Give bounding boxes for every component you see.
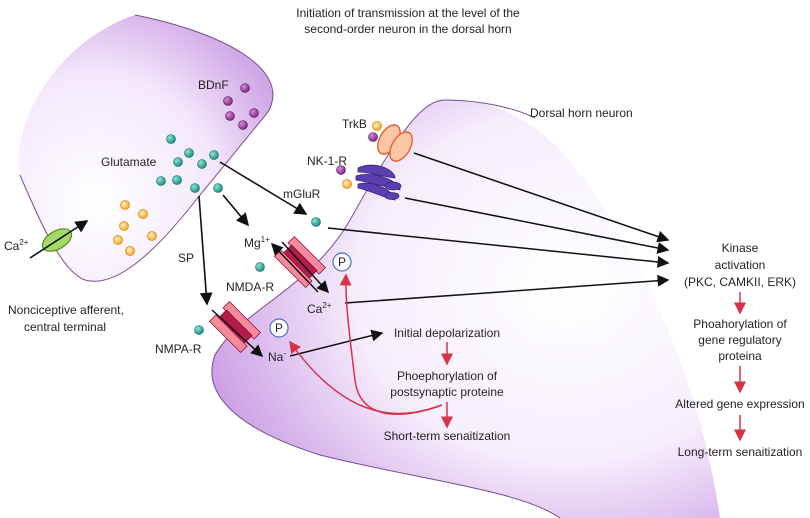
nmpar-label: NMPA-R — [155, 342, 202, 356]
feedback-arrow-nmpa — [289, 340, 443, 415]
altered-gene-expression: Altered gene expression — [675, 397, 804, 411]
depolarization-arrow — [289, 329, 384, 357]
kinase-line3: (PKC, CAMKII, ERK) — [684, 275, 796, 289]
gene-phos-line1: Phoahorylation of — [693, 317, 787, 331]
mglur-label: mGluR — [283, 187, 321, 201]
phosphate-nmpa-label: P — [275, 321, 283, 335]
initial-depolarization: Initial depolarization — [394, 326, 500, 340]
afferent-label-line1: Nonciceptive afferent, — [8, 303, 124, 317]
kinase-line1: Kinase — [722, 241, 759, 255]
glutamate-label: Glutamate — [101, 155, 157, 169]
dorsal-horn-neuron — [211, 99, 720, 518]
calcium-influx-arrow — [29, 220, 89, 259]
phosphate-nmda-label: P — [338, 255, 346, 269]
trkb-kinase-arrow — [413, 152, 670, 243]
nk1r-ligand — [336, 165, 346, 175]
glutamate-molecules — [156, 134, 321, 335]
sp-bound — [342, 179, 352, 189]
nmpa-receptor — [208, 300, 262, 354]
sp-arrow — [198, 195, 213, 306]
nmdar-label: NMDA-R — [226, 280, 274, 294]
glutamate-nmda-arrow — [222, 194, 250, 227]
calcium-label-left: Ca2+ — [4, 238, 29, 253]
phosphorylation-line2: postsynaptic proteine — [390, 385, 504, 399]
phosphate-nmda — [332, 252, 352, 272]
mg-efflux-arrow — [270, 242, 319, 293]
sodium-influx-arrow — [211, 309, 264, 358]
long-term-sensitization: Long-term senaitization — [678, 445, 803, 459]
nk1r-label: NK-1-R — [307, 154, 347, 168]
nk1r-receptor — [355, 164, 402, 201]
bdnf-label: BDnF — [198, 78, 229, 92]
mglur-kinase-arrow — [327, 227, 670, 268]
gene-phos-line2: gene regulatory — [698, 333, 781, 347]
dorsal-horn-label: Dorsal horn neuron — [530, 106, 633, 120]
trkb-receptor — [377, 124, 413, 162]
kinase-line2: activation — [715, 258, 766, 272]
calcium-kinase-arrow — [344, 274, 670, 304]
trkb-ligand — [372, 121, 382, 131]
trkb-label: TrkB — [342, 117, 367, 131]
title-line2: second-order neuron in the dorsal horn — [304, 22, 511, 36]
glutamate-mglur-arrow — [219, 161, 308, 215]
gene-phos-line3: proteina — [718, 349, 762, 363]
calcium-influx-nmda-arrow — [281, 241, 330, 294]
sodium-label: Na- — [268, 349, 286, 364]
calcium-label-right: Ca2+ — [307, 301, 332, 316]
title-line1: Initiation of transmission at the level … — [296, 6, 520, 20]
afferent-terminal — [18, 15, 273, 282]
nk1r-kinase-arrow — [404, 197, 670, 254]
mg-label: Mg1+ — [244, 235, 270, 250]
bdnf-bound — [368, 132, 378, 142]
short-term-sensitization: Short-term senaitization — [384, 429, 511, 443]
sp-label: SP — [178, 251, 194, 265]
substance-p-molecules — [113, 200, 157, 256]
phosphate-nmpa — [269, 318, 289, 338]
bdnf-molecules — [223, 83, 259, 130]
phosphorylation-line1: Phoephorylation of — [397, 369, 498, 383]
afferent-label-line2: central terminal — [24, 320, 106, 334]
